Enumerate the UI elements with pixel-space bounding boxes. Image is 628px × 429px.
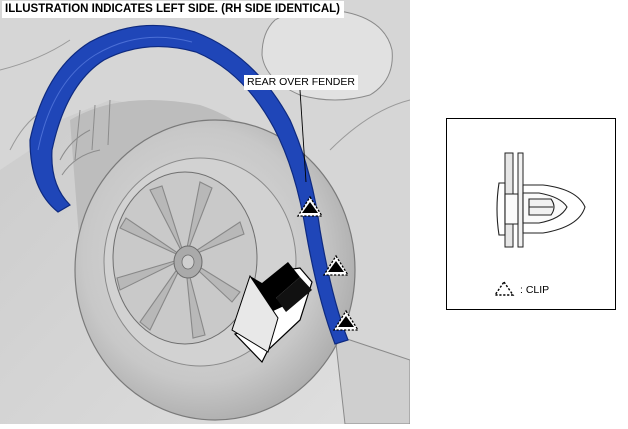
vehicle-rear-wheel-illustration: ILLUSTRATION INDICATES LEFT SIDE. (RH SI…	[0, 0, 411, 425]
clip-marker	[332, 309, 360, 331]
wheel-rim	[112, 171, 258, 345]
removal-direction-arrow	[231, 262, 313, 364]
rear-over-fender-label: REAR OVER FENDER	[244, 75, 358, 90]
callout-leader-line	[299, 89, 307, 183]
clip-detail-panel: : CLIP	[446, 118, 616, 310]
clip-marker	[322, 254, 350, 276]
illustration-side-note: ILLUSTRATION INDICATES LEFT SIDE. (RH SI…	[2, 1, 344, 18]
clip-marker	[296, 195, 324, 217]
rear-over-fender	[29, 24, 349, 345]
clip-triangle-icon	[493, 280, 515, 296]
clip-legend-label: : CLIP	[520, 284, 550, 296]
clip-cross-section	[496, 182, 586, 236]
